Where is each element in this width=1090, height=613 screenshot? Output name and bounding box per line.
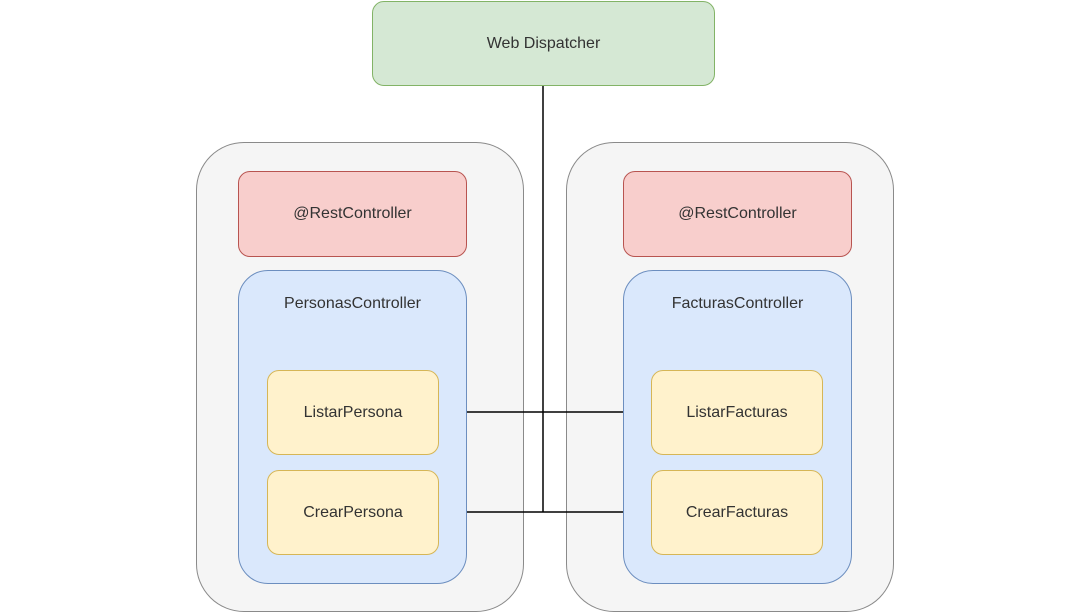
crear-facturas-node[interactable]: CrearFacturas [651, 470, 823, 555]
crear-persona-node[interactable]: CrearPersona [267, 470, 439, 555]
crear-facturas-label: CrearFacturas [685, 503, 789, 521]
rest-controller-annotation-left[interactable]: @RestController [238, 171, 467, 257]
web-dispatcher-node[interactable]: Web Dispatcher [372, 1, 715, 86]
rest-controller-label: @RestController [678, 205, 797, 222]
listar-facturas-node[interactable]: ListarFacturas [651, 370, 823, 455]
rest-controller-annotation-right[interactable]: @RestController [623, 171, 852, 257]
facturas-controller-label: FacturasController [671, 295, 804, 312]
listar-facturas-label: ListarFacturas [686, 403, 788, 421]
listar-persona-node[interactable]: ListarPersona [267, 370, 439, 455]
crear-persona-label: CrearPersona [303, 503, 403, 521]
rest-controller-label: @RestController [293, 205, 412, 222]
personas-controller-label: PersonasController [284, 295, 421, 312]
web-dispatcher-label: Web Dispatcher [486, 34, 601, 52]
listar-persona-label: ListarPersona [303, 403, 403, 421]
